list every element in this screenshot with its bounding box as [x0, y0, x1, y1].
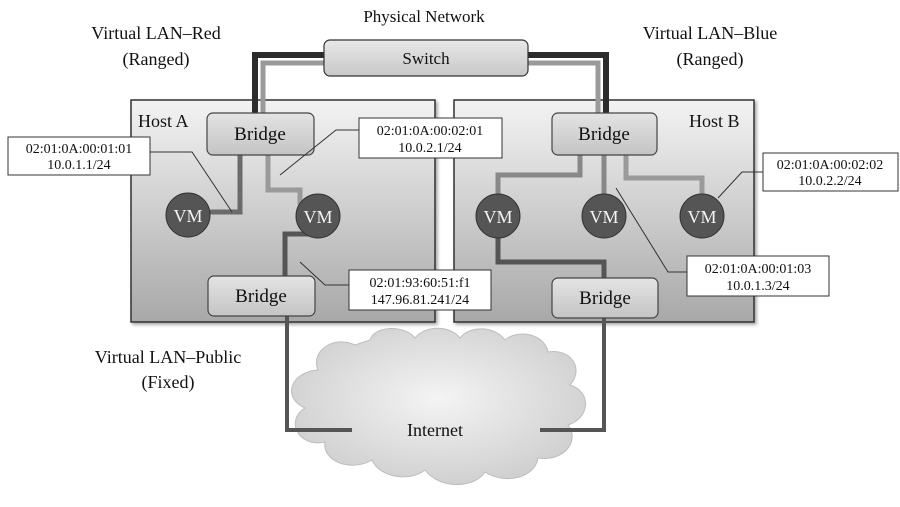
host-a-bridge-bottom: Bridge [207, 275, 316, 317]
ip-address: 10.0.2.2/24 [798, 174, 861, 189]
public-links [285, 310, 606, 432]
ip-address: 147.96.81.241/24 [371, 293, 469, 308]
mac-address: 02:01:0A:00:02:01 [377, 124, 484, 139]
mac-address: 02:01:0A:00:01:03 [705, 262, 812, 277]
vlan-blue-type: (Ranged) [677, 49, 744, 70]
ip-address: 10.0.1.3/24 [726, 279, 789, 294]
leader-lines [150, 129, 765, 286]
host-b-vm-3: VM [679, 193, 725, 239]
ip-address: 10.0.1.1/24 [47, 158, 110, 173]
host-b-links [495, 155, 705, 280]
host-a-vm-2: VM [295, 193, 341, 239]
vlan-red-label: Virtual LAN–Red (Ranged) [91, 23, 220, 70]
vm-label: VM [173, 206, 202, 226]
bridge-label: Bridge [234, 124, 286, 145]
bridge-label: Bridge [579, 288, 631, 309]
switch: Switch [323, 39, 529, 77]
bridge-label: Bridge [578, 124, 630, 145]
ip-address: 10.0.2.1/24 [398, 141, 461, 156]
vlan-public-name: Virtual LAN–Public [95, 347, 241, 367]
bridge-label: Bridge [235, 286, 287, 307]
mac-address: 02:01:0A:00:02:02 [777, 158, 884, 173]
nic-label-a-vm2-blue: 02:01:0A:00:02:01 10.0.2.1/24 [358, 117, 503, 159]
vm-label: VM [589, 207, 618, 227]
host-a-vm-1: VM [165, 192, 211, 238]
nic-label-a-vm2-public: 02:01:93:60:51:f1 147.96.81.241/24 [348, 269, 492, 311]
vlan-blue-label: Virtual LAN–Blue (Ranged) [643, 23, 777, 70]
physical-network-label: Physical Network [363, 7, 485, 26]
host-a-bridge-top: Bridge [206, 112, 315, 156]
vlan-red-name: Virtual LAN–Red [91, 23, 220, 43]
vlan-public-type: (Fixed) [142, 372, 195, 393]
vlan-red-type: (Ranged) [123, 49, 190, 70]
vm-label: VM [483, 207, 512, 227]
nic-label-b-vm2: 02:01:0A:00:01:03 10.0.1.3/24 [686, 255, 830, 297]
host-b-bridge-top: Bridge [551, 112, 658, 156]
vlan-blue-name: Virtual LAN–Blue [643, 23, 777, 43]
mac-address: 02:01:0A:00:01:01 [26, 142, 133, 157]
physical-links [252, 52, 609, 113]
vm-label: VM [303, 207, 332, 227]
internet-cloud [291, 327, 586, 485]
switch-label: Switch [402, 49, 450, 68]
mac-address: 02:01:93:60:51:f1 [369, 276, 470, 291]
host-b-bridge-bottom: Bridge [551, 277, 659, 319]
internet-label: Internet [407, 420, 463, 440]
host-b-vm-2: VM [581, 193, 627, 239]
host-b-vm-1: VM [475, 193, 521, 239]
nic-label-a-vm1: 02:01:0A:00:01:01 10.0.1.1/24 [7, 136, 151, 176]
host-a-label: Host A [138, 111, 189, 131]
host-b-label: Host B [689, 111, 740, 131]
vm-label: VM [687, 207, 716, 227]
vlan-public-label: Virtual LAN–Public (Fixed) [95, 347, 241, 393]
nic-label-b-vm3: 02:01:0A:00:02:02 10.0.2.2/24 [762, 152, 899, 192]
